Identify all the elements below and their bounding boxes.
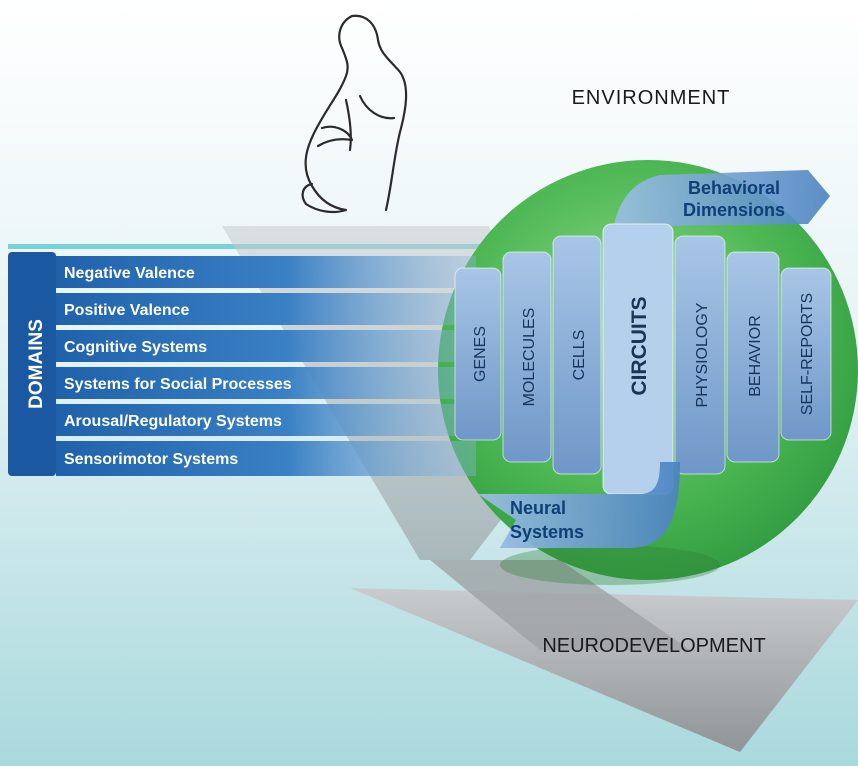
domains-tab [8, 252, 56, 476]
unit-genes: GENES [472, 326, 489, 382]
domains-label: DOMAINS [26, 319, 47, 409]
unit-column-self-reports [780, 267, 832, 441]
units-of-analysis: GENES MOLECULES CELLS CIRCUITS PHYSIOLOG… [454, 223, 832, 495]
unit-circuits: CIRCUITS [628, 296, 651, 395]
unit-column-cells [552, 235, 602, 475]
sphere-shadow [500, 545, 720, 585]
neural-systems-line2: Systems [510, 522, 584, 542]
unit-column-genes [454, 267, 502, 441]
domain-bar [56, 441, 476, 476]
unit-behavior: BEHAVIOR [747, 315, 764, 397]
domain-negative-valence: Negative Valence [64, 265, 195, 282]
neural-systems-ribbon: Neural Systems [478, 462, 680, 548]
unit-cells: CELLS [571, 330, 588, 381]
domain-labels: Negative Valence Positive Valence Cognit… [64, 265, 292, 468]
unit-column-physiology [674, 235, 726, 475]
neural-systems-line1: Neural [510, 498, 566, 518]
domain-bar [56, 293, 476, 325]
unit-column-behavior [726, 251, 780, 463]
domain-bar [56, 367, 476, 399]
neurodevelopment-label: NEURODEVELOPMENT [542, 635, 765, 657]
domain-bar [56, 330, 476, 362]
domain-bar [56, 404, 476, 436]
domain-social-processes: Systems for Social Processes [64, 376, 292, 393]
environment-label: ENVIRONMENT [572, 87, 731, 109]
unit-column-molecules [502, 251, 552, 463]
behavioral-dimensions-ribbon: Behavioral Dimensions [612, 170, 830, 250]
domain-bars [56, 256, 476, 476]
unit-molecules: MOLECULES [521, 308, 538, 407]
domain-positive-valence: Positive Valence [64, 302, 190, 319]
domain-arousal-regulatory: Arousal/Regulatory Systems [64, 413, 282, 430]
pregnant-woman-icon [301, 14, 408, 214]
behavioral-dimensions-line1: Behavioral [688, 178, 780, 198]
domain-sensorimotor: Sensorimotor Systems [64, 451, 238, 468]
domain-cognitive-systems: Cognitive Systems [64, 339, 207, 356]
domain-bar [56, 256, 476, 288]
unit-physiology: PHYSIOLOGY [694, 302, 711, 407]
unit-self-reports: SELF-REPORTS [799, 293, 816, 415]
behavioral-dimensions-line2: Dimensions [683, 200, 785, 220]
